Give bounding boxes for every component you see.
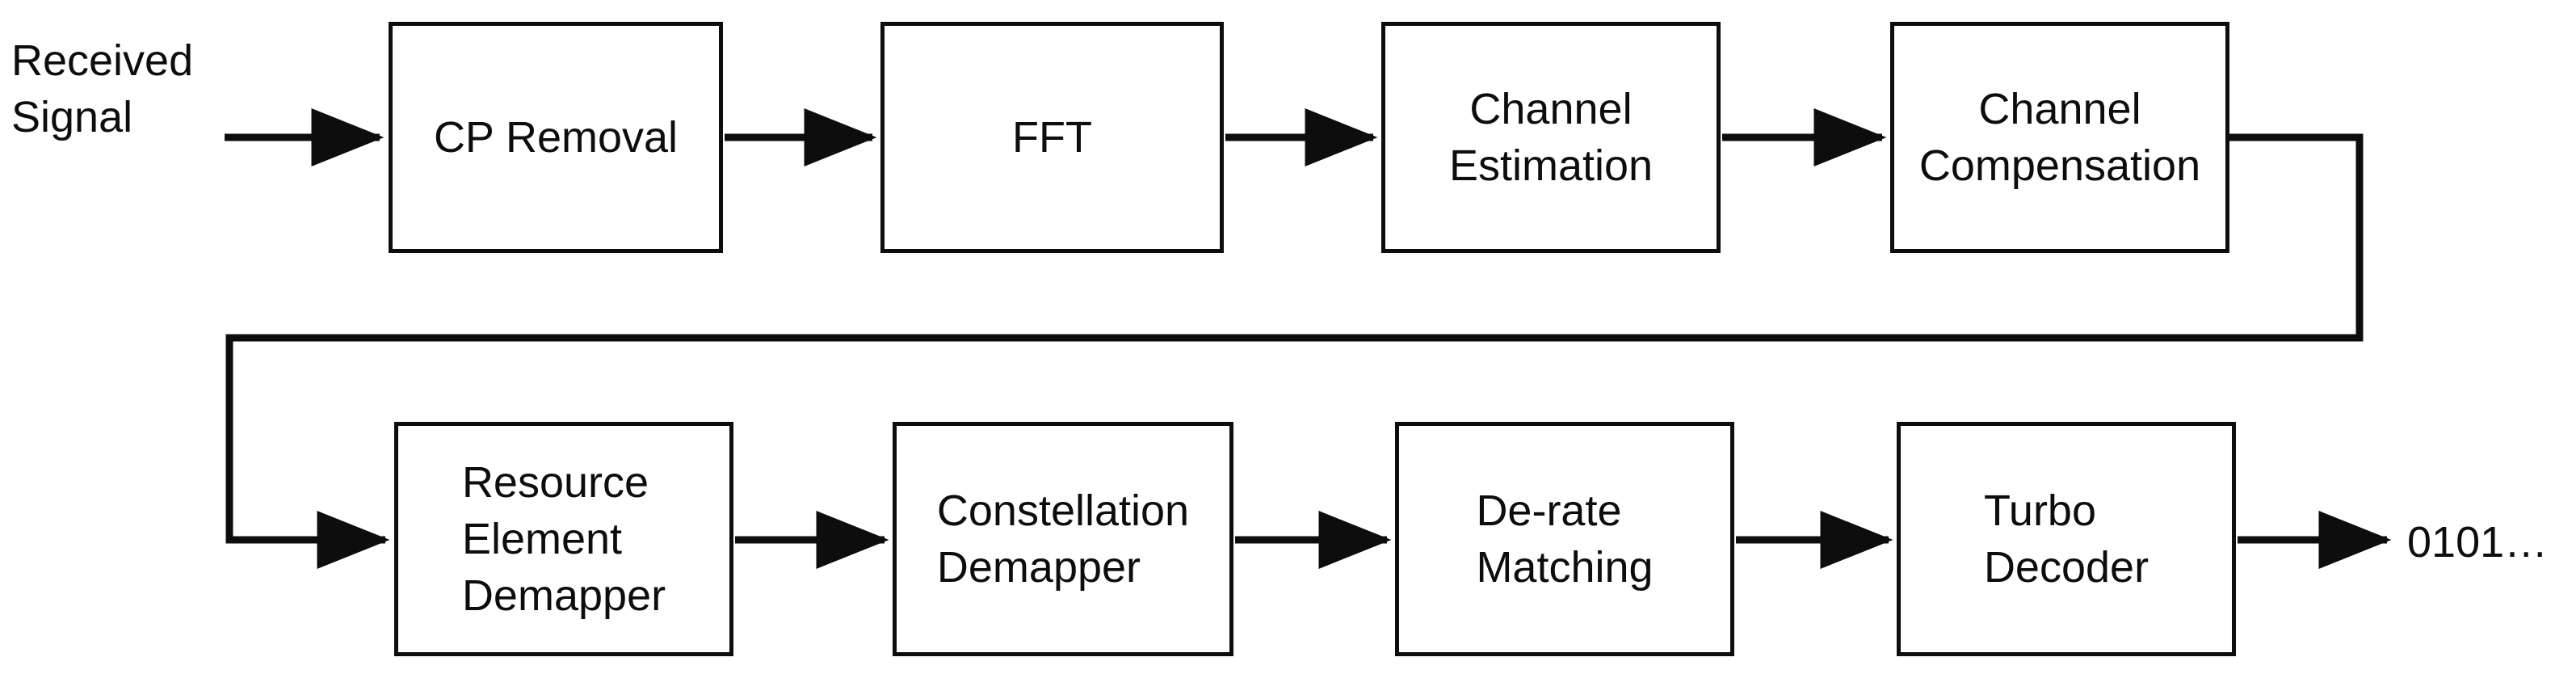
block-turbo-decoder[interactable]: Turbo Decoder — [1897, 422, 2236, 656]
block-channel-estimation[interactable]: Channel Estimation — [1381, 22, 1721, 253]
block-fft[interactable]: FFT — [880, 22, 1224, 253]
block-label-cp-removal: CP Removal — [433, 112, 679, 162]
block-label-constellation-demapper: Constellation Demapper — [936, 486, 1190, 592]
output-bits-label: 0101… — [2407, 518, 2549, 567]
input-signal-label: Received Signal — [11, 36, 194, 142]
block-cp-removal[interactable]: CP Removal — [389, 22, 723, 253]
block-label-channel-estimation: Channel Estimation — [1448, 84, 1654, 190]
block-channel-compensation[interactable]: Channel Compensation — [1890, 22, 2229, 253]
block-label-channel-compensation: Channel Compensation — [1918, 84, 2201, 190]
arrow-channel-compensation-to-resource-element-demapper — [225, 133, 2364, 569]
block-label-resource-element-demapper: Resource Element Demapper — [461, 457, 666, 621]
block-label-turbo-decoder: Turbo Decoder — [1983, 486, 2149, 592]
block-constellation-demapper[interactable]: Constellation Demapper — [893, 422, 1233, 656]
block-label-fft: FFT — [1012, 112, 1092, 162]
block-de-rate-matching[interactable]: De-rate Matching — [1395, 422, 1734, 656]
block-label-de-rate-matching: De-rate Matching — [1476, 486, 1654, 592]
block-resource-element-demapper[interactable]: Resource Element Demapper — [394, 422, 733, 656]
